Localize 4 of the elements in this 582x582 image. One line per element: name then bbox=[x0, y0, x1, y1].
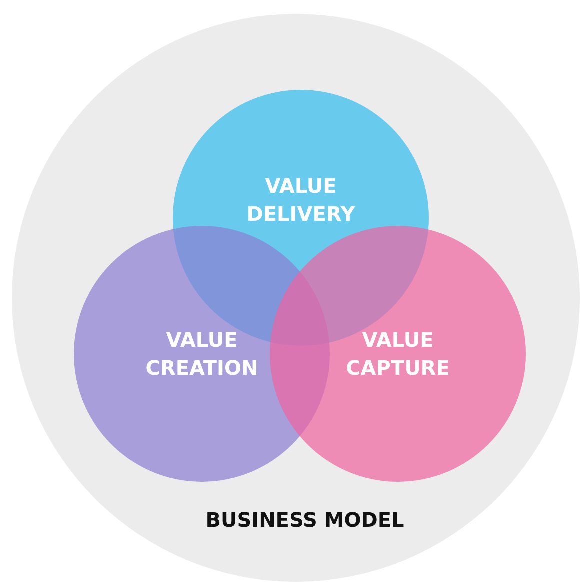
circle-label: VALUE DELIVERY bbox=[246, 173, 356, 228]
circle-label: VALUE CREATION bbox=[144, 327, 260, 382]
circle-label: VALUE CAPTURE bbox=[345, 327, 451, 382]
circle-label: BUSINESS MODEL bbox=[204, 507, 406, 534]
